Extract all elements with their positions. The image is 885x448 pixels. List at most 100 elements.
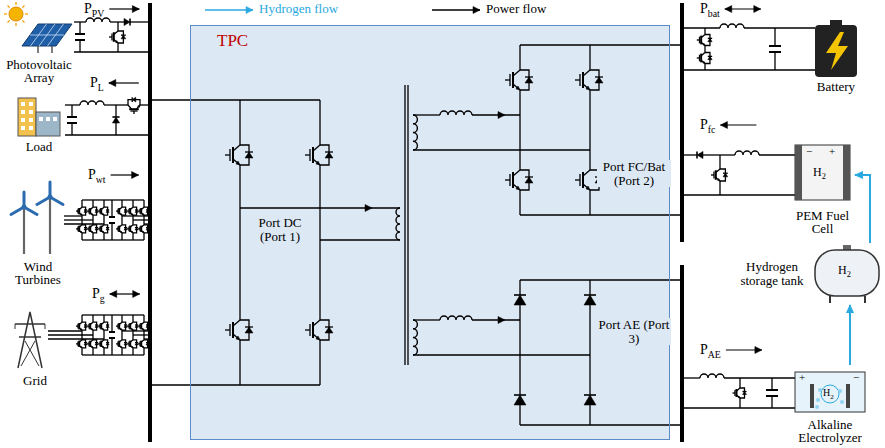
wire [701, 35, 705, 38]
power-label: PL [90, 76, 104, 91]
igbt-symbol [91, 214, 93, 216]
wire [48, 338, 104, 339]
wire [64, 223, 104, 224]
wire [519, 280, 520, 290]
wire [135, 324, 138, 325]
wire [719, 155, 720, 169]
wire [49, 197, 51, 254]
igbt-symbol [142, 346, 144, 348]
wire [232, 147, 234, 163]
wire [76, 343, 78, 344]
wire [150, 99, 320, 100]
wire [132, 97, 133, 102]
wire [130, 340, 133, 342]
diode-symbol [325, 327, 333, 333]
wire [589, 405, 590, 410]
wire [135, 227, 138, 228]
wire [519, 410, 520, 425]
wire [104, 354, 122, 355]
wire [132, 348, 133, 355]
hydrogen-flow-arrow [849, 305, 851, 365]
wire [136, 105, 140, 109]
wire [583, 70, 590, 76]
wire [64, 215, 82, 216]
wire [87, 343, 89, 344]
wire [25, 341, 39, 366]
igbt-symbol [80, 214, 82, 216]
polarity-sign: + [799, 372, 805, 384]
wire [130, 345, 133, 347]
diode-symbol [708, 56, 712, 59]
wire [766, 395, 778, 397]
igbt-symbol [586, 186, 590, 190]
wire [744, 27, 815, 28]
wire [109, 222, 115, 224]
diode-symbol [525, 77, 533, 83]
port-label: Port AE (Port 3) [597, 318, 671, 345]
wire [694, 154, 697, 155]
wire [79, 230, 82, 232]
wire [101, 225, 104, 227]
arrowhead [132, 172, 139, 179]
diode-symbol [325, 152, 333, 158]
tpc-ground [190, 25, 670, 440]
window [53, 117, 57, 121]
diode-symbol [121, 35, 126, 39]
bubble [840, 400, 844, 404]
wire [15, 324, 16, 329]
wire [124, 342, 127, 343]
wire [146, 342, 149, 343]
igbt-symbol [120, 346, 122, 348]
diode-symbol [135, 228, 138, 230]
wire [115, 126, 116, 135]
wire [312, 147, 314, 163]
wire [98, 326, 100, 327]
wire [829, 296, 831, 303]
wire [117, 43, 118, 52]
wire [90, 207, 93, 209]
wire [130, 207, 133, 209]
diode-symbol [743, 392, 747, 395]
node-label: Grid [23, 374, 47, 388]
wire [98, 228, 100, 229]
wire [101, 230, 104, 232]
arrowhead [498, 317, 505, 324]
wire [101, 328, 104, 330]
wire [81, 200, 82, 207]
diode-symbol [106, 228, 109, 230]
arrowhead [473, 7, 480, 14]
wire [704, 28, 705, 35]
wire [141, 213, 144, 215]
wire [413, 354, 590, 355]
fuel-cell-node: PEM Fuel Cell [790, 140, 855, 236]
diode-symbol [106, 210, 109, 212]
wire [103, 315, 104, 322]
wire [519, 90, 520, 170]
wire [232, 322, 234, 338]
wire [407, 85, 408, 365]
wire [116, 343, 118, 344]
diode-symbol [245, 152, 253, 158]
wire [127, 343, 129, 344]
wire [122, 354, 144, 355]
legend-text: Hydrogen flow [259, 2, 338, 16]
wire [121, 315, 122, 322]
wire [766, 389, 778, 391]
inductor-symbol [700, 374, 724, 378]
wire [589, 45, 590, 70]
wire [141, 207, 144, 209]
wire [106, 209, 109, 210]
wire [520, 214, 682, 215]
polarity-sign: − [806, 146, 812, 158]
wire [724, 377, 795, 378]
wire [520, 424, 682, 425]
transformer-winding [413, 115, 417, 150]
window [21, 118, 25, 122]
inductor-symbol [440, 316, 472, 320]
wire [98, 211, 100, 212]
wire [313, 334, 320, 340]
wire [682, 194, 795, 195]
diode-symbol [525, 177, 533, 183]
wire [143, 348, 144, 355]
